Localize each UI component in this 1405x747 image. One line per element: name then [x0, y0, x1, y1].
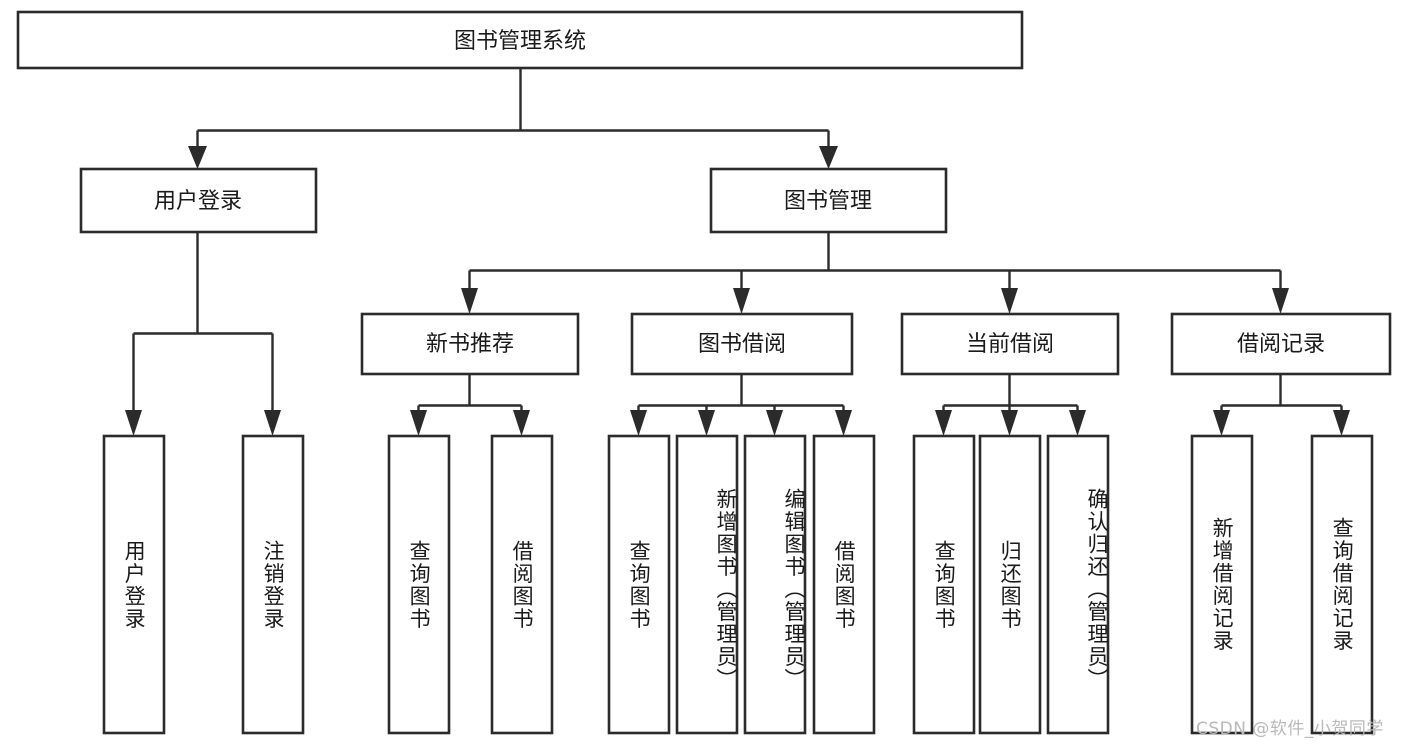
label-borrow-record: 借阅记录	[1237, 332, 1325, 357]
node-box-leaf-query-book-3[interactable]	[912, 434, 976, 735]
arrow-head-leaf-logout-login	[264, 410, 281, 436]
connector-group-book-manage	[461, 232, 1289, 314]
arrow-head-leaf-query-book-2	[630, 410, 647, 436]
arrow-head-leaf-query-book-3	[935, 410, 952, 436]
arrow-head-book-borrow	[733, 288, 750, 314]
arrow-head-new-book-recommend	[461, 288, 478, 314]
node-box-leaf-edit-book[interactable]	[743, 434, 807, 735]
node-box-new-book-recommend[interactable]	[360, 312, 580, 376]
arrow-head-leaf-user-login	[125, 410, 142, 436]
label-root: 图书管理系统	[454, 29, 586, 54]
node-box-current-borrow[interactable]	[900, 312, 1120, 376]
node-box-book-manage[interactable]	[709, 167, 948, 234]
label-new-book-recommend: 新书推荐	[426, 332, 514, 357]
csdn-watermark: CSDN @软件_小贺同学	[1196, 719, 1384, 739]
node-box-leaf-query-book-2[interactable]	[607, 434, 671, 735]
label-user-login: 用户登录	[154, 189, 242, 214]
arrow-head-leaf-borrow-book-1	[513, 410, 530, 436]
node-box-leaf-borrow-book-2[interactable]	[812, 434, 876, 735]
node-box-leaf-user-login[interactable]	[102, 434, 166, 735]
node-box-leaf-add-book[interactable]	[675, 434, 739, 735]
connector-group-user-login	[125, 232, 281, 436]
node-box-user-login[interactable]	[79, 167, 318, 234]
node-box-book-borrow[interactable]	[630, 312, 854, 376]
arrow-head-leaf-add-record	[1213, 410, 1230, 436]
node-box-leaf-query-record[interactable]	[1310, 434, 1374, 735]
arrow-head-leaf-edit-book	[766, 410, 783, 436]
arrow-head-leaf-add-book	[698, 410, 715, 436]
connector-group-new-book-recommend	[410, 374, 530, 436]
label-book-borrow: 图书借阅	[698, 332, 786, 357]
node-box-leaf-borrow-book-1[interactable]	[490, 434, 554, 735]
arrow-head-leaf-borrow-book-2	[835, 410, 852, 436]
connector-group-book-borrow	[630, 374, 852, 436]
arrow-head-leaf-return-book	[1001, 410, 1018, 436]
arrow-head-borrow-record	[1272, 288, 1289, 314]
connector-group-current-borrow	[935, 374, 1086, 436]
node-box-leaf-add-record[interactable]	[1190, 434, 1254, 735]
node-box-leaf-logout-login[interactable]	[241, 434, 305, 735]
arrow-head-user-login	[188, 146, 207, 169]
connector-group-root	[188, 68, 838, 169]
arrow-head-current-borrow	[1001, 288, 1018, 314]
arrow-head-leaf-confirm-return	[1069, 410, 1086, 436]
arrow-head-book-manage	[819, 146, 838, 169]
node-box-borrow-record[interactable]	[1170, 312, 1392, 376]
label-current-borrow: 当前借阅	[966, 332, 1054, 357]
node-box-leaf-query-book-1[interactable]	[387, 434, 451, 735]
arrow-head-leaf-query-book-1	[410, 410, 427, 436]
connector-group-borrow-record	[1213, 374, 1350, 436]
node-box-root[interactable]	[16, 10, 1024, 70]
arrow-head-leaf-query-record	[1333, 410, 1350, 436]
node-box-leaf-confirm-return[interactable]	[1046, 434, 1110, 735]
label-book-manage: 图书管理	[784, 189, 872, 214]
node-box-leaf-return-book[interactable]	[978, 434, 1042, 735]
